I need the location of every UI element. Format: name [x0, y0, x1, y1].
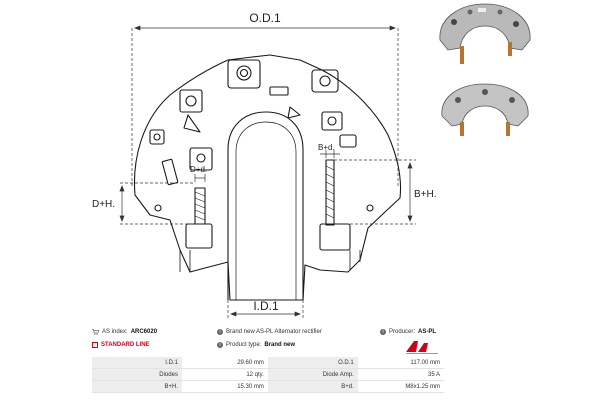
od-label: O.D.1: [249, 11, 281, 25]
b-plus-d-label: B+d.: [318, 143, 335, 152]
spec-value: 12 qty.: [181, 368, 268, 381]
top-boss: [227, 59, 261, 89]
description: i Brand new AS-PL Alternator rectifier: [217, 329, 322, 335]
producer: i Producer: AS-PL: [380, 329, 436, 335]
spec-label: B+d.: [267, 380, 358, 393]
d-plus-h-label: D+H.: [92, 199, 115, 210]
info-icon: i: [380, 329, 386, 335]
square-icon: [92, 342, 98, 348]
spec-value: 29.60 mm: [181, 357, 268, 369]
spec-value: 35 A: [357, 368, 444, 381]
spec-label: B+H.: [92, 380, 182, 393]
spec-label: I.D.1: [92, 357, 182, 369]
spec-value: M8x1.25 mm: [357, 380, 444, 393]
rectifier-drawing: O.D.1 I.D.1 D+H. B+H. D+d. B+d.: [92, 11, 437, 318]
product-type-label: Product type:: [226, 342, 262, 348]
product-type-value: Brand new: [264, 342, 296, 348]
producer-value: AS-PL: [418, 329, 437, 335]
center-hole: [227, 111, 304, 300]
as-index-value: ARC6020: [130, 329, 158, 335]
right-bolt: [325, 159, 335, 226]
spec-label: Diode Amp.: [267, 368, 358, 381]
as-logo: [406, 341, 438, 354]
as-index: AS index: ARC6020: [92, 329, 157, 335]
spec-value: 117.00 mm: [357, 357, 444, 369]
producer-label: Producer:: [389, 329, 416, 335]
rectifier-body-outline: [133, 54, 401, 301]
d-plus-d-label: D+d.: [190, 165, 207, 174]
info-icon: i: [217, 329, 223, 335]
standard-line: STANDARD LINE: [92, 342, 150, 348]
spec-label: O.D.1: [267, 357, 358, 369]
product-photo-top: [439, 3, 531, 64]
product-type: i Product type: Brand new: [217, 342, 295, 348]
spec-label: Diodes: [92, 368, 182, 381]
spec-value: 15.30 mm: [181, 380, 268, 393]
product-photos: [439, 3, 531, 136]
product-photo-bottom: [441, 83, 529, 136]
id-label: I.D.1: [253, 299, 279, 313]
as-index-label: AS index:: [102, 329, 128, 335]
b-plus-h-label: B+H.: [414, 189, 437, 200]
info-icon: i: [217, 342, 223, 348]
description-text: Brand new AS-PL Alternator rectifier: [226, 329, 322, 335]
cart-icon: [92, 329, 99, 335]
standard-line-text: STANDARD LINE: [101, 342, 150, 348]
